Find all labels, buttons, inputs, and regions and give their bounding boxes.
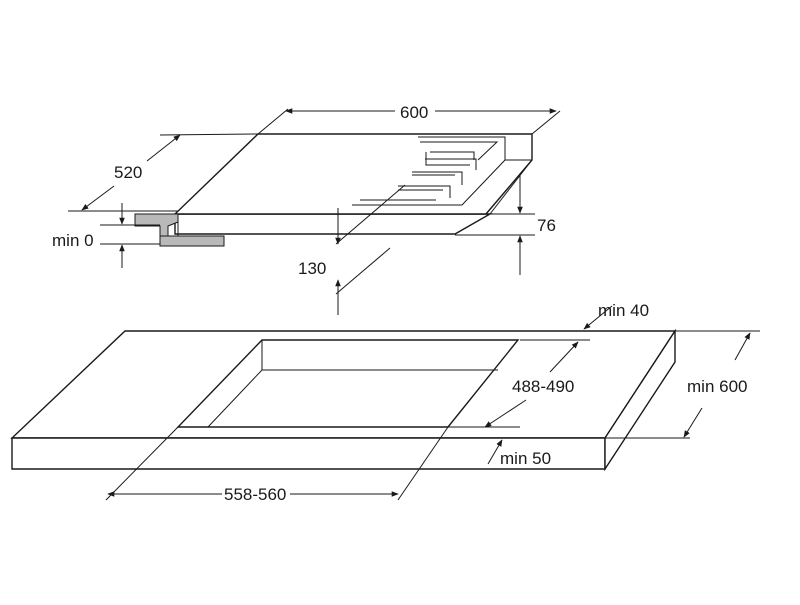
dim-hob-width: 600 <box>257 103 561 135</box>
dim-cutout-depth: 488-490 <box>484 341 579 428</box>
worktop-side-face <box>604 328 676 472</box>
label-rear-margin: min 40 <box>598 301 649 320</box>
label-below-clearance: 130 <box>298 259 326 278</box>
dim-hob-depth: 520 <box>68 133 259 212</box>
label-cutout-depth: 488-490 <box>512 377 574 396</box>
label-hob-width: 600 <box>400 103 428 122</box>
label-front-margin: min 50 <box>500 449 551 468</box>
label-cutout-width: 558-560 <box>224 485 286 504</box>
label-min-clearance: min 0 <box>52 231 94 250</box>
worktop-section <box>134 213 225 247</box>
label-worktop-depth: min 600 <box>687 377 747 396</box>
dim-hob-height: 76 <box>455 175 556 275</box>
dim-front-margin: min 50 <box>448 426 551 468</box>
hob-base <box>174 213 493 235</box>
dim-below-clearance: 130 <box>298 184 406 315</box>
dim-min-clearance: min 0 <box>52 203 160 268</box>
control-panel <box>352 136 506 206</box>
dim-worktop-depth: min 600 <box>605 330 760 439</box>
label-hob-depth: 520 <box>114 163 142 182</box>
hob-drawing <box>134 133 533 247</box>
worktop-drawing <box>10 328 677 472</box>
label-hob-height: 76 <box>537 216 556 235</box>
dim-cutout-width: 558-560 <box>105 426 449 504</box>
dim-rear-margin: min 40 <box>520 301 649 341</box>
hob-top-surface <box>173 133 533 215</box>
